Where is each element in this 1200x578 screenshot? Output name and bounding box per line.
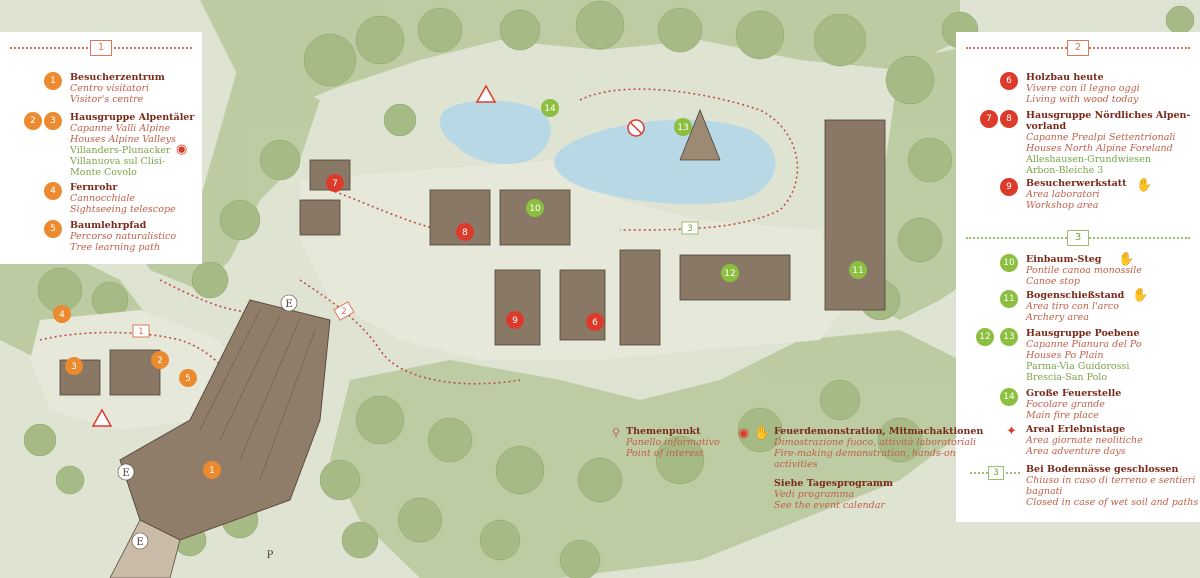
- badge-1: 1: [44, 72, 62, 90]
- legend-panel-2-3: 2 6 Holzbau heute Vivere con il legno og…: [956, 32, 1200, 522]
- svg-text:E: E: [122, 468, 129, 479]
- marker-10[interactable]: 10: [526, 199, 544, 217]
- svg-text:11: 11: [852, 266, 863, 276]
- entrance-marker[interactable]: E: [280, 294, 298, 312]
- marker-12[interactable]: 12: [721, 264, 739, 282]
- path-boxes: 1 2 3: [132, 221, 699, 338]
- entry-holzbau-heute[interactable]: Holzbau heute Vivere con il legno oggi L…: [1026, 72, 1140, 105]
- entry-bodennaesse[interactable]: Bei Bodennässe geschlossen Chiuso in cas…: [1026, 464, 1199, 508]
- svg-text:12: 12: [724, 269, 735, 279]
- houses: [59, 108, 886, 396]
- svg-text:3: 3: [687, 224, 693, 234]
- panel-3-header: 3: [966, 230, 1190, 246]
- marker-7[interactable]: 7: [326, 174, 344, 192]
- legend-themenpunkt: Themenpunkt Panello informativo Point of…: [626, 426, 720, 459]
- warning-icon: [91, 84, 497, 427]
- svg-text:1: 1: [138, 327, 144, 337]
- map-markers: 1 2 3 4 5 6 7 8 9 10 11 12 13 14: [53, 99, 867, 479]
- marker-9[interactable]: 9: [506, 311, 524, 329]
- panel-2-number: 2: [1067, 40, 1089, 56]
- marker-5[interactable]: 5: [179, 369, 197, 387]
- badge-14: 14: [1000, 388, 1018, 406]
- badge-5: 5: [44, 220, 62, 238]
- pond-small: [439, 100, 551, 165]
- marker-2[interactable]: 2: [151, 351, 169, 369]
- svg-text:10: 10: [529, 204, 541, 214]
- badge-13: 13: [1000, 328, 1018, 346]
- badge-9: 9: [1000, 178, 1018, 196]
- badge-8: 8: [1000, 110, 1018, 128]
- marker-14[interactable]: 14: [541, 99, 559, 117]
- entry-besucherwerkstatt[interactable]: Besucherwerkstatt Area laboratori Worksh…: [1026, 178, 1127, 211]
- svg-text:9: 9: [512, 316, 518, 326]
- panel-1-number: 1: [90, 40, 112, 56]
- entry-bogenschiessstand[interactable]: Bogenschießstand Area tiro con l'arco Ar…: [1026, 290, 1125, 323]
- svg-text:14: 14: [544, 104, 556, 114]
- badge-3: 3: [44, 112, 62, 130]
- visitor-centre-building: [109, 299, 331, 578]
- paths: [39, 88, 799, 391]
- hand-icon: ✋: [1136, 178, 1153, 193]
- hand-icon: ✋: [1132, 288, 1149, 303]
- panel-2-header: 2: [966, 40, 1190, 56]
- marker-1[interactable]: 1: [203, 461, 221, 479]
- entry-fernrohr[interactable]: Fernrohr Cannocchiale Sightseeing telesc…: [70, 182, 176, 215]
- closed-path-box: 3: [988, 466, 1004, 480]
- svg-text:4: 4: [59, 310, 65, 320]
- marker-8[interactable]: 8: [456, 223, 474, 241]
- path-2-box: 2: [333, 301, 355, 321]
- panel-1-header: 1: [10, 40, 192, 56]
- legend-feuerdemonstration: Feuerdemonstration, Mitmachaktionen Dimo…: [774, 426, 984, 470]
- badge-11: 11: [1000, 290, 1018, 308]
- svg-text:5: 5: [185, 374, 191, 384]
- marker-11[interactable]: 11: [849, 261, 867, 279]
- panel-3-number: 3: [1067, 230, 1089, 246]
- badge-7: 7: [980, 110, 998, 128]
- path-3-box: 3: [681, 221, 699, 235]
- poi-pin-icon: ⚲: [612, 426, 621, 439]
- badge-12: 12: [976, 328, 994, 346]
- entrance-marker[interactable]: E: [117, 463, 135, 481]
- svg-text:13: 13: [677, 123, 688, 133]
- svg-text:P: P: [267, 550, 274, 561]
- svg-text:E: E: [285, 299, 292, 310]
- eye-fire-icon: ◉: [176, 142, 188, 157]
- marker-13[interactable]: 13: [674, 118, 692, 136]
- entry-baumlehrpfad[interactable]: Baumlehrpfad Percorso naturalistico Tree…: [70, 220, 177, 253]
- badge-4: 4: [44, 182, 62, 200]
- entry-areal-erlebnistage[interactable]: Areal Erlebnistage Area giornate neoliti…: [1026, 424, 1143, 457]
- hand-icon: ✋: [754, 426, 771, 441]
- hand-icon: ✋: [1118, 252, 1135, 267]
- svg-text:3: 3: [71, 362, 77, 372]
- legend-tagesprogramm: Siehe Tagesprogramm Vedi programma See t…: [774, 478, 894, 511]
- legend-panel-1: 1 1 Besucherzentrum Centro visitatori Vi…: [0, 32, 202, 264]
- pond-large: [554, 119, 776, 205]
- no-fire-icon: [627, 119, 645, 137]
- eye-fire-icon: ◉: [738, 426, 750, 441]
- entrances: E E E P: [117, 294, 298, 561]
- svg-text:E: E: [136, 537, 143, 548]
- marker-4[interactable]: 4: [53, 305, 71, 323]
- parking-marker[interactable]: P: [267, 550, 274, 561]
- badge-10: 10: [1000, 254, 1018, 272]
- entry-hausgruppe-alpentaeler[interactable]: Hausgruppe Alpentäler Capanne Valli Alpi…: [70, 112, 195, 178]
- svg-text:1: 1: [209, 466, 215, 476]
- marker-3[interactable]: 3: [65, 357, 83, 375]
- entry-hausgruppe-poebene[interactable]: Hausgruppe Poebene Capanne Pianura del P…: [1026, 328, 1142, 383]
- svg-text:7: 7: [332, 179, 338, 189]
- badge-6: 6: [1000, 72, 1018, 90]
- svg-text:6: 6: [592, 318, 598, 328]
- svg-text:2: 2: [341, 307, 347, 317]
- entry-einbaum-steg[interactable]: Einbaum-Steg Pontile canoa monossile Can…: [1026, 254, 1142, 287]
- entry-besucherzentrum[interactable]: Besucherzentrum Centro visitatori Visito…: [70, 72, 165, 105]
- entry-hausgruppe-noerdliches[interactable]: Hausgruppe Nördliches Alpen- vorland Cap…: [1026, 110, 1191, 176]
- marker-6[interactable]: 6: [586, 313, 604, 331]
- path-1-box: 1: [132, 324, 150, 338]
- entrance-marker[interactable]: E: [131, 532, 149, 550]
- entry-grosse-feuerstelle[interactable]: Große Feuerstelle Focolare grande Main f…: [1026, 388, 1122, 421]
- svg-text:8: 8: [462, 228, 468, 238]
- badge-2: 2: [24, 112, 42, 130]
- svg-text:2: 2: [157, 356, 163, 366]
- adventure-icon: ✦: [1006, 424, 1017, 439]
